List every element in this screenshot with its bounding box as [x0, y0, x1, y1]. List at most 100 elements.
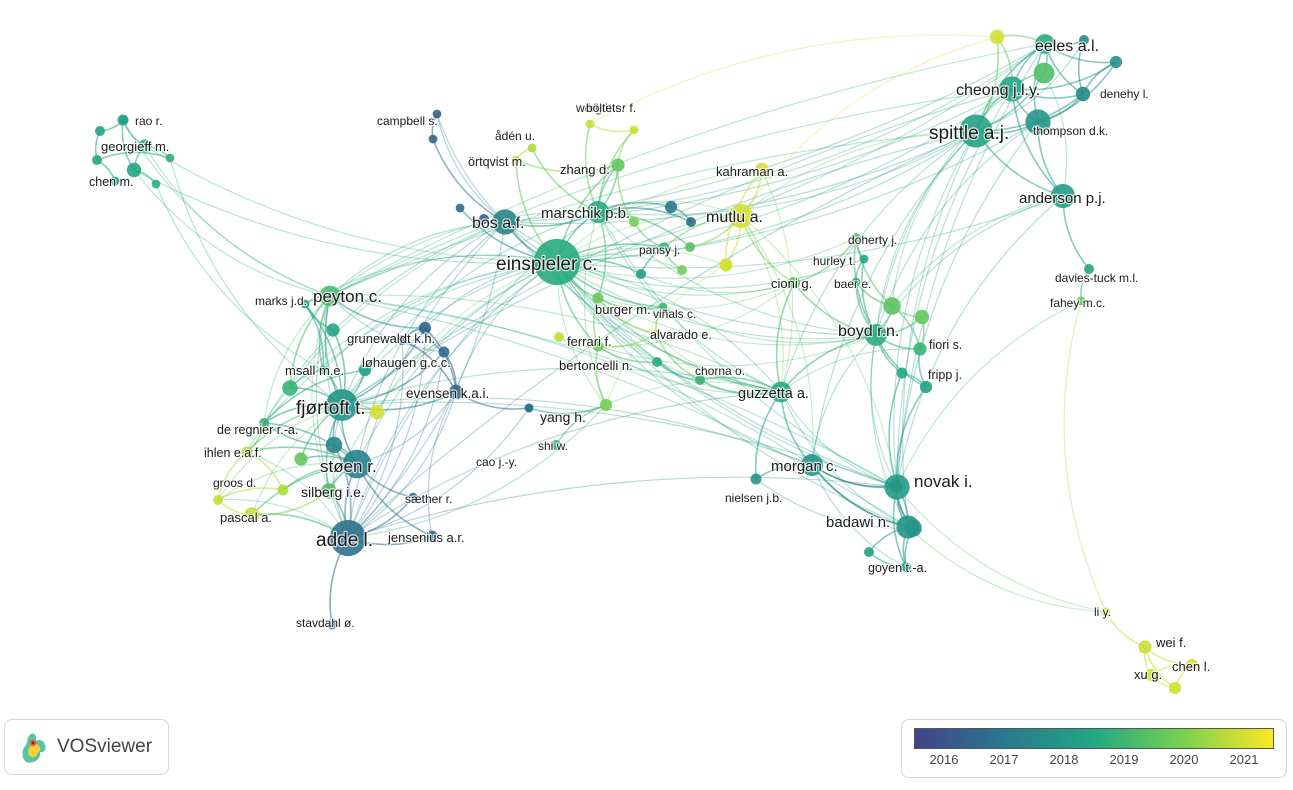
node-silberg[interactable]: [321, 483, 337, 499]
node-ferrari[interactable]: [592, 340, 604, 352]
label-adde[interactable]: adde l.: [315, 529, 374, 552]
label-shiw[interactable]: shi w.: [537, 438, 569, 454]
label-mutlu[interactable]: mutlu a.: [705, 208, 764, 227]
label-bertoncelli[interactable]: bertoncelli n.: [558, 357, 634, 374]
node-novak[interactable]: [884, 474, 910, 500]
node-c2[interactable]: [629, 217, 639, 227]
label-fripp[interactable]: fripp j.: [927, 367, 963, 383]
label-fiori[interactable]: fiori s.: [928, 337, 964, 353]
node-thompson[interactable]: [1025, 109, 1051, 135]
node-a3[interactable]: [165, 153, 175, 163]
node-daviestuck[interactable]: [1084, 264, 1094, 274]
label-nielsen[interactable]: nielsen j.b.: [724, 490, 784, 506]
node-stoen[interactable]: [342, 449, 372, 479]
node-e3[interactable]: [1109, 55, 1123, 69]
label-caojy[interactable]: cao j.-y.: [475, 454, 519, 470]
node-marschik[interactable]: [587, 201, 609, 223]
label-marschik[interactable]: marschik p.b.: [540, 204, 632, 223]
label-doherty[interactable]: doherty j.: [847, 232, 899, 248]
node-wei[interactable]: [1138, 640, 1152, 654]
label-groos[interactable]: groos d.: [212, 475, 258, 491]
label-bolte[interactable]: bölte s.: [585, 100, 626, 116]
label-cionig[interactable]: cioni g.: [770, 275, 814, 292]
label-zhangd[interactable]: zhang d.: [559, 161, 611, 178]
label-yangh[interactable]: yang h.: [539, 408, 587, 426]
node-aden[interactable]: [527, 143, 537, 153]
label-novak[interactable]: novak i.: [913, 471, 974, 492]
node-d4[interactable]: [636, 269, 646, 279]
label-ferrari[interactable]: ferrari f.: [566, 333, 613, 350]
node-rao[interactable]: [117, 114, 129, 126]
node-pansy[interactable]: [658, 242, 670, 254]
label-marks[interactable]: marks j.d.: [254, 293, 308, 309]
label-pascal[interactable]: pascal a.: [219, 509, 273, 526]
label-georgieff[interactable]: georgieff m.: [100, 138, 171, 155]
label-thompson[interactable]: thompson d.k.: [1032, 123, 1110, 139]
node-f1[interactable]: [282, 380, 298, 396]
node-a4[interactable]: [92, 155, 102, 165]
node-e2[interactable]: [1079, 35, 1089, 45]
node-f6[interactable]: [358, 363, 372, 377]
label-stavdahl[interactable]: stavdahl ø.: [295, 615, 356, 631]
label-liy[interactable]: li y.: [1093, 604, 1113, 620]
node-peyton[interactable]: [319, 285, 341, 307]
node-d6[interactable]: [685, 242, 695, 252]
node-fjortoft[interactable]: [326, 389, 358, 421]
label-spittle[interactable]: spittle a.j.: [928, 122, 1011, 145]
label-aden[interactable]: ådén u.: [494, 128, 536, 144]
label-daviestuck[interactable]: davies-tuck m.l.: [1054, 270, 1140, 286]
node-liy[interactable]: [1101, 607, 1111, 617]
label-chenm[interactable]: chen m.: [88, 174, 135, 190]
node-saether[interactable]: [408, 492, 418, 502]
node-badawi[interactable]: [896, 515, 920, 539]
node-marks[interactable]: [300, 299, 310, 309]
node-yangh[interactable]: [599, 398, 613, 412]
node-d2[interactable]: [686, 217, 696, 227]
node-jensenius[interactable]: [426, 530, 438, 542]
node-f8[interactable]: [397, 335, 407, 345]
label-stoen[interactable]: støen r.: [319, 456, 378, 477]
node-campbell[interactable]: [432, 109, 442, 119]
node-cheong[interactable]: [999, 76, 1025, 102]
node-stavdahl[interactable]: [327, 620, 337, 630]
label-vinals[interactable]: viñals c.: [652, 306, 698, 322]
node-pascal[interactable]: [244, 507, 260, 523]
node-a5[interactable]: [151, 179, 161, 189]
label-deregnier[interactable]: de regnier r.-a.: [216, 422, 300, 438]
node-lohaugen[interactable]: [438, 346, 450, 358]
node-i3[interactable]: [864, 547, 874, 557]
label-wei[interactable]: wei f.: [1154, 634, 1188, 651]
label-chorna[interactable]: chorna o.: [694, 363, 746, 379]
node-guzzetta[interactable]: [770, 381, 792, 403]
node-eeles[interactable]: [1035, 34, 1055, 54]
node-chenm[interactable]: [126, 162, 142, 178]
node-d5[interactable]: [677, 265, 687, 275]
label-lohaugen[interactable]: løhaugen g.c.c.: [361, 354, 452, 371]
label-chenl[interactable]: chen l.: [1171, 658, 1212, 675]
node-doherty[interactable]: [851, 233, 861, 243]
node-anderson[interactable]: [1050, 183, 1076, 209]
label-jensenius[interactable]: jensenius a.r.: [386, 529, 466, 546]
node-kahraman[interactable]: [754, 162, 770, 178]
label-grunewaldt[interactable]: grunewaldt k.h.: [346, 330, 437, 347]
node-ihlen[interactable]: [241, 446, 253, 458]
node-bos[interactable]: [492, 209, 518, 235]
node-burger[interactable]: [592, 292, 604, 304]
label-eeles[interactable]: eeles a.l.: [1034, 37, 1100, 56]
label-burger[interactable]: burger m.: [594, 301, 652, 318]
node-cionig[interactable]: [787, 276, 801, 290]
node-vinals[interactable]: [658, 302, 668, 312]
node-d1[interactable]: [664, 200, 678, 214]
node-bertoncelli[interactable]: [652, 357, 662, 367]
label-worgotter[interactable]: wörgötter f.: [574, 100, 637, 116]
node-alvarado[interactable]: [651, 329, 661, 339]
label-einspieler[interactable]: einspieler c.: [495, 253, 599, 276]
label-guzzetta[interactable]: guzzetta a.: [737, 385, 810, 403]
node-spittle[interactable]: [959, 114, 993, 148]
label-rao[interactable]: rao r.: [134, 113, 164, 129]
node-a1[interactable]: [95, 126, 105, 136]
node-evensen[interactable]: [448, 384, 464, 400]
label-badawi[interactable]: badawi n.: [825, 513, 892, 532]
node-einspieler[interactable]: [533, 238, 581, 286]
node-b2[interactable]: [455, 203, 465, 213]
